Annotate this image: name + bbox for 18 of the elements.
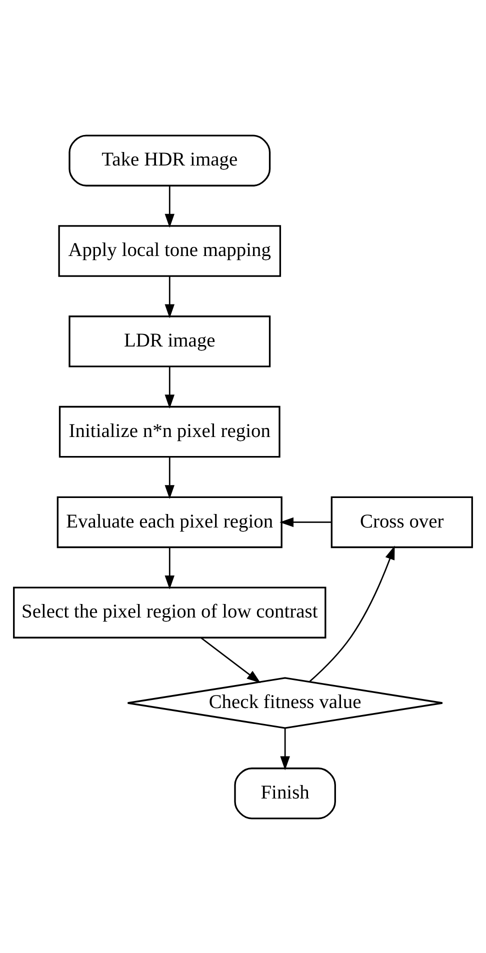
arrow: [164, 366, 174, 408]
node-box: LDR image: [68, 315, 271, 367]
node-box: Evaluate each pixel region: [56, 496, 282, 548]
node-box: Cross over: [330, 496, 473, 548]
node-diamond: Check fitness value: [126, 676, 444, 728]
node-box: Initialize n*n pixel region: [58, 405, 280, 458]
node-box: Finish: [234, 767, 336, 819]
arrow: [280, 516, 332, 527]
arrow: [309, 545, 395, 682]
arrow: [280, 728, 290, 770]
node-box: Apply local tone mapping: [58, 224, 282, 276]
arrow: [164, 276, 174, 318]
arrow: [164, 456, 174, 498]
node-box: Take HDR image: [68, 134, 271, 186]
arrow: [164, 547, 174, 589]
arrow: [164, 185, 174, 228]
node-box: Select the pixel region of low contrast: [13, 586, 326, 638]
arrow: [200, 636, 261, 683]
